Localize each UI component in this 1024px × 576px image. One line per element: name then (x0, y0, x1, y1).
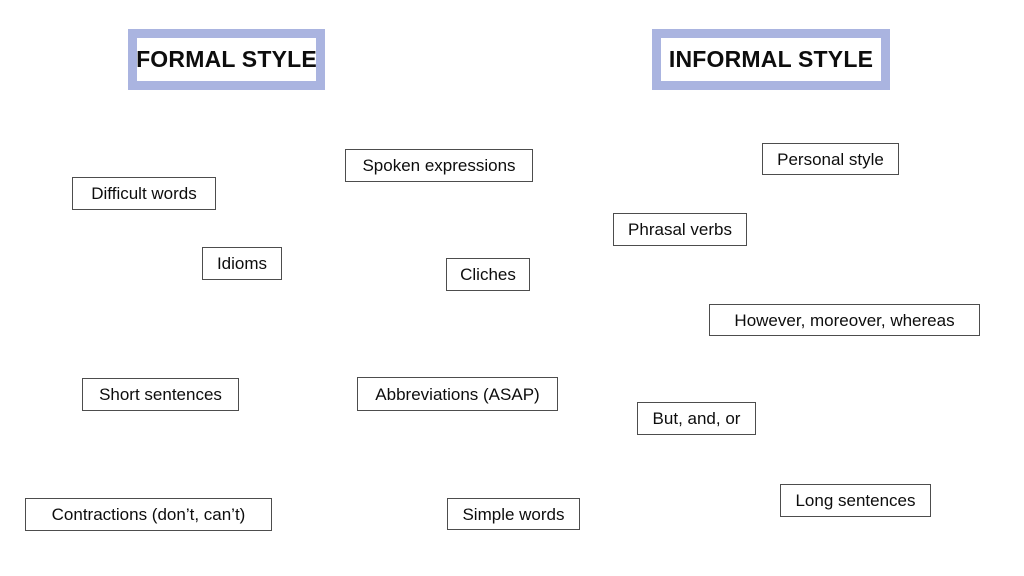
term-box-cliches[interactable]: Cliches (446, 258, 530, 291)
term-box-spoken-expressions[interactable]: Spoken expressions (345, 149, 533, 182)
header-box-formal-style[interactable]: FORMAL STYLE (128, 29, 325, 90)
term-box-contractions[interactable]: Contractions (don’t, can’t) (25, 498, 272, 531)
term-label-short-sentences: Short sentences (99, 385, 222, 404)
term-label-personal-style: Personal style (777, 149, 884, 169)
term-box-abbreviations-asap[interactable]: Abbreviations (ASAP) (357, 377, 558, 411)
term-label-abbreviations-asap: Abbreviations (ASAP) (375, 384, 540, 404)
term-label-idioms: Idioms (216, 254, 268, 273)
header-box-informal-style[interactable]: INFORMAL STYLE (652, 29, 890, 90)
term-box-simple-words[interactable]: Simple words (447, 498, 580, 530)
term-box-difficult-words[interactable]: Difficult words (72, 177, 216, 210)
term-box-short-sentences[interactable]: Short sentences (82, 378, 239, 411)
term-box-long-sentences[interactable]: Long sentences (780, 484, 931, 517)
term-box-however-moreover-whereas[interactable]: However, moreover, whereas (709, 304, 980, 336)
term-label-however-moreover-whereas: However, moreover, whereas (734, 310, 955, 330)
header-label-formal-style: FORMAL STYLE (136, 46, 317, 72)
term-label-contractions: Contractions (don’t, can’t) (51, 505, 246, 524)
term-label-but-and-or: But, and, or (652, 409, 741, 428)
term-label-phrasal-verbs: Phrasal verbs (628, 220, 732, 239)
term-box-personal-style[interactable]: Personal style (762, 143, 899, 175)
term-label-cliches: Cliches (460, 265, 516, 284)
header-label-informal-style: INFORMAL STYLE (668, 46, 874, 72)
term-box-phrasal-verbs[interactable]: Phrasal verbs (613, 213, 747, 246)
term-box-idioms[interactable]: Idioms (202, 247, 282, 280)
term-box-but-and-or[interactable]: But, and, or (637, 402, 756, 435)
term-label-difficult-words: Difficult words (91, 184, 197, 203)
term-label-long-sentences: Long sentences (795, 491, 916, 510)
term-label-spoken-expressions: Spoken expressions (362, 156, 516, 175)
term-label-simple-words: Simple words (462, 504, 565, 524)
